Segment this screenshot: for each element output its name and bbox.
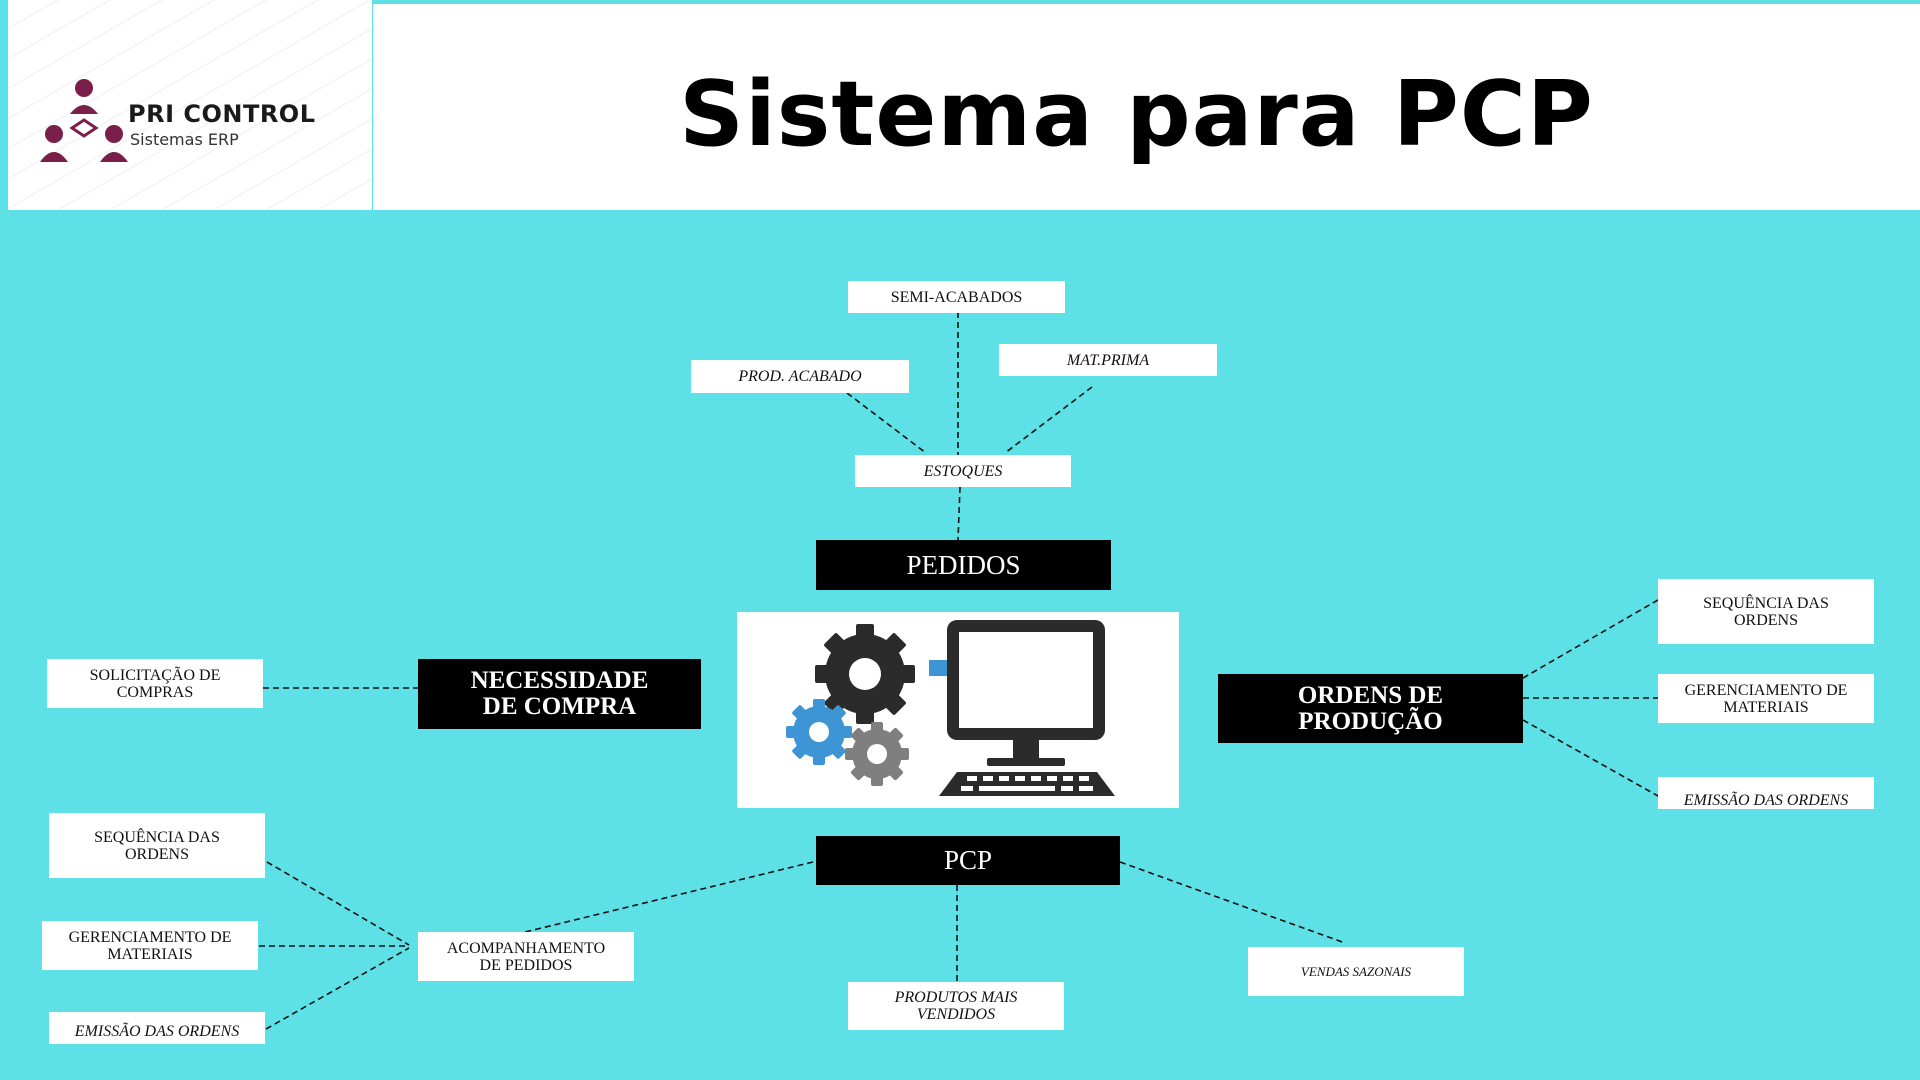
handshake-people-logo-icon	[40, 79, 128, 162]
node-prod-acabado: PROD. ACABADO	[691, 360, 909, 393]
node-vendas-sazonais: VENDAS SAZONAIS	[1248, 947, 1464, 996]
node-right-emissao: EMISSÃO DAS ORDENS	[1658, 777, 1874, 809]
node-right-sequencia: SEQUÊNCIA DAS ORDENS	[1658, 579, 1874, 644]
node-mat-prima: MAT.PRIMA	[999, 344, 1217, 376]
node-pcp: PCP	[816, 836, 1120, 885]
node-left-sequencia: SEQUÊNCIA DAS ORDENS	[49, 813, 265, 878]
node-estoques: ESTOQUES	[855, 455, 1071, 487]
logo-brand: PRI CONTROL	[128, 100, 316, 128]
keyboard-icon	[939, 772, 1115, 796]
node-pedidos: PEDIDOS	[816, 540, 1111, 590]
center-illustration	[737, 612, 1179, 808]
gear-icon	[815, 624, 915, 724]
page-title: Sistema para PCP	[679, 62, 1594, 167]
gear-icon	[786, 699, 852, 765]
node-left-emissao: EMISSÃO DAS ORDENS	[49, 1012, 265, 1044]
logo-panel: PRI CONTROL Sistemas ERP	[8, 0, 372, 210]
node-produtos-vendidos: PRODUTOS MAIS VENDIDOS	[848, 982, 1064, 1030]
computer-monitor-icon	[947, 620, 1105, 766]
node-ordens-producao: ORDENS DE PRODUÇÃO	[1218, 674, 1523, 743]
title-panel: Sistema para PCP	[373, 4, 1920, 210]
node-left-gerenciamento: GERENCIAMENTO DE MATERIAIS	[42, 921, 258, 970]
gear-icon	[845, 722, 909, 786]
node-necessidade-compra: NECESSIDADE DE COMPRA	[418, 659, 701, 729]
logo-subtitle: Sistemas ERP	[130, 130, 239, 149]
node-acompanhamento: ACOMPANHAMENTO DE PEDIDOS	[418, 932, 634, 981]
node-solicitacao-compras: SOLICITAÇÃO DE COMPRAS	[47, 659, 263, 708]
node-semi-acabados: SEMI-ACABADOS	[848, 281, 1065, 313]
node-right-gerenciamento: GERENCIAMENTO DE MATERIAIS	[1658, 674, 1874, 723]
